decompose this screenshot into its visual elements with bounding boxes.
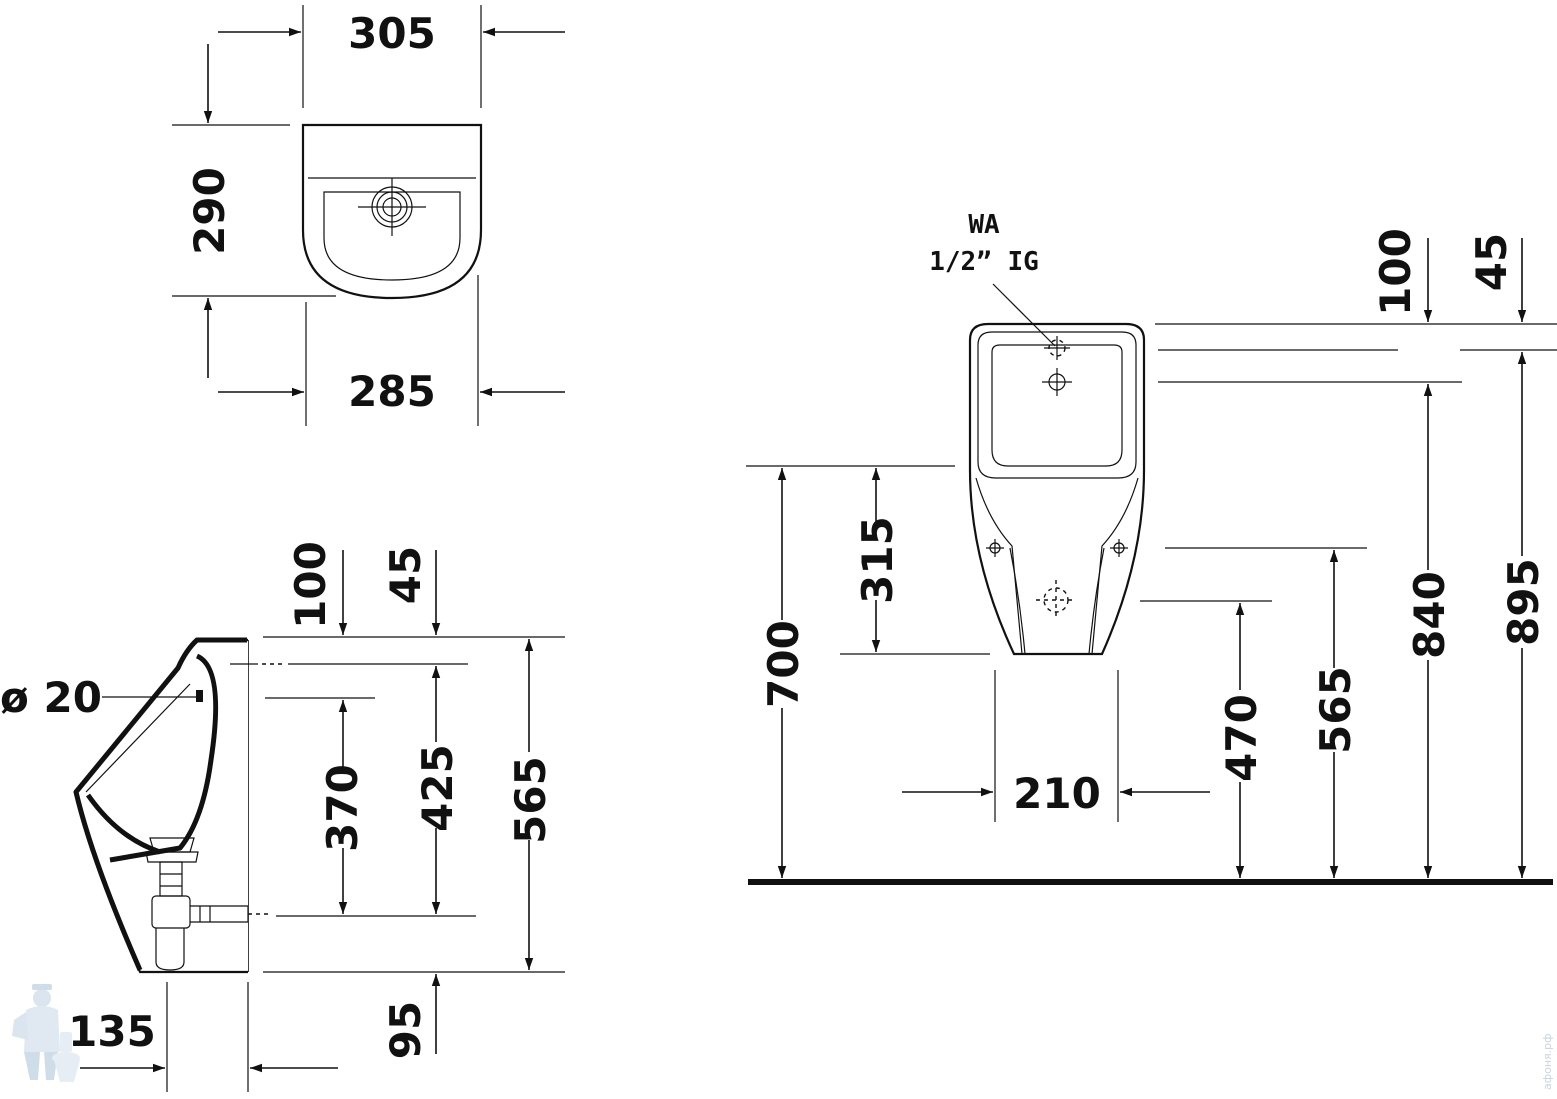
side-view: 100 45 ø 20 370 425 565 135 95 xyxy=(0,541,565,1092)
dim-side-diameter: ø 20 xyxy=(0,673,102,722)
dim-front-565: 565 xyxy=(1311,666,1360,754)
dim-side-100: 100 xyxy=(286,541,335,629)
dim-side-370: 370 xyxy=(318,764,367,852)
front-view-bowl xyxy=(991,344,1123,467)
dim-front-45: 45 xyxy=(1467,233,1516,291)
dim-front-100: 100 xyxy=(1371,228,1420,316)
dim-front-315: 315 xyxy=(853,516,902,604)
top-view-bowl xyxy=(323,191,461,281)
plumber-mascot-icon xyxy=(12,984,80,1082)
side-view-inlet-marker xyxy=(196,690,203,702)
dim-top-305: 305 xyxy=(348,9,436,58)
side-view-bowl-profile xyxy=(73,637,247,971)
dim-side-95: 95 xyxy=(381,1001,430,1059)
inlet-label-wa: WA xyxy=(968,210,1000,240)
dim-front-470: 470 xyxy=(1217,694,1266,782)
dim-front-700: 700 xyxy=(759,620,808,708)
front-view-body xyxy=(968,322,1146,656)
inlet-label-thread: 1/2” IG xyxy=(929,247,1039,277)
dim-front-895: 895 xyxy=(1499,558,1548,646)
dim-side-45: 45 xyxy=(381,546,430,604)
top-view: 305 290 285 xyxy=(172,5,565,426)
watermark-text: афоня.рф xyxy=(1541,1033,1554,1090)
dim-front-840: 840 xyxy=(1405,571,1454,659)
dim-top-290: 290 xyxy=(185,167,234,255)
front-view: WA 1/2” IG 100 45 315 700 210 470 xyxy=(746,210,1557,885)
side-view-trap xyxy=(145,837,268,971)
dim-front-210: 210 xyxy=(1013,769,1101,818)
dim-top-285: 285 xyxy=(348,367,436,416)
dim-side-135: 135 xyxy=(68,1007,156,1056)
dim-side-425: 425 xyxy=(413,744,462,832)
dim-side-565: 565 xyxy=(506,756,555,844)
